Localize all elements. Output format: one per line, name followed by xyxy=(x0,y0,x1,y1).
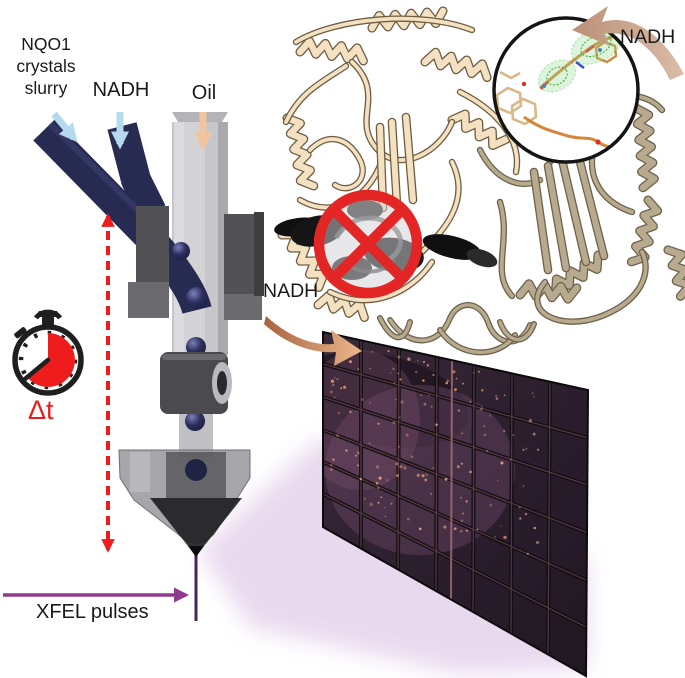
density-inset xyxy=(492,16,640,164)
protein-overlay-loops xyxy=(377,302,537,356)
slurry-inlet-arrow xyxy=(51,111,78,143)
inlet-arrows xyxy=(51,111,213,151)
nadh-inset-label: NADH xyxy=(620,26,676,48)
inset-curved-arrow xyxy=(572,6,684,80)
slurry-label-line2: crystals xyxy=(16,56,76,76)
stopwatch-icon xyxy=(12,309,84,396)
droplet xyxy=(172,242,190,260)
xfel-label: XFEL pulses xyxy=(36,601,149,623)
oil-inlet-label: Oil xyxy=(191,82,217,104)
detector-panel xyxy=(322,330,590,678)
nadh-inlet-label: NADH xyxy=(92,79,150,101)
xfel-beam xyxy=(3,552,198,621)
injector-device xyxy=(33,112,264,557)
coupling-block xyxy=(160,352,232,414)
droplet xyxy=(186,287,208,309)
slurry-label-line1: NQO1 xyxy=(21,34,71,54)
delta-t-label: Δt xyxy=(28,395,54,425)
clamp-right xyxy=(224,212,264,320)
slurry-label: NQO1 crystals slurry xyxy=(2,33,90,99)
slurry-label-line3: slurry xyxy=(24,78,68,98)
prohibition-icon xyxy=(313,189,423,299)
clamp-left xyxy=(128,206,169,318)
nadh-mixing-arrow xyxy=(264,316,362,366)
nadh-mixing-label: NADH xyxy=(263,280,319,302)
droplet xyxy=(185,411,205,431)
diffraction-spots xyxy=(329,338,540,555)
protein-ribbon-khaki xyxy=(476,92,685,325)
nozzle xyxy=(118,449,251,557)
